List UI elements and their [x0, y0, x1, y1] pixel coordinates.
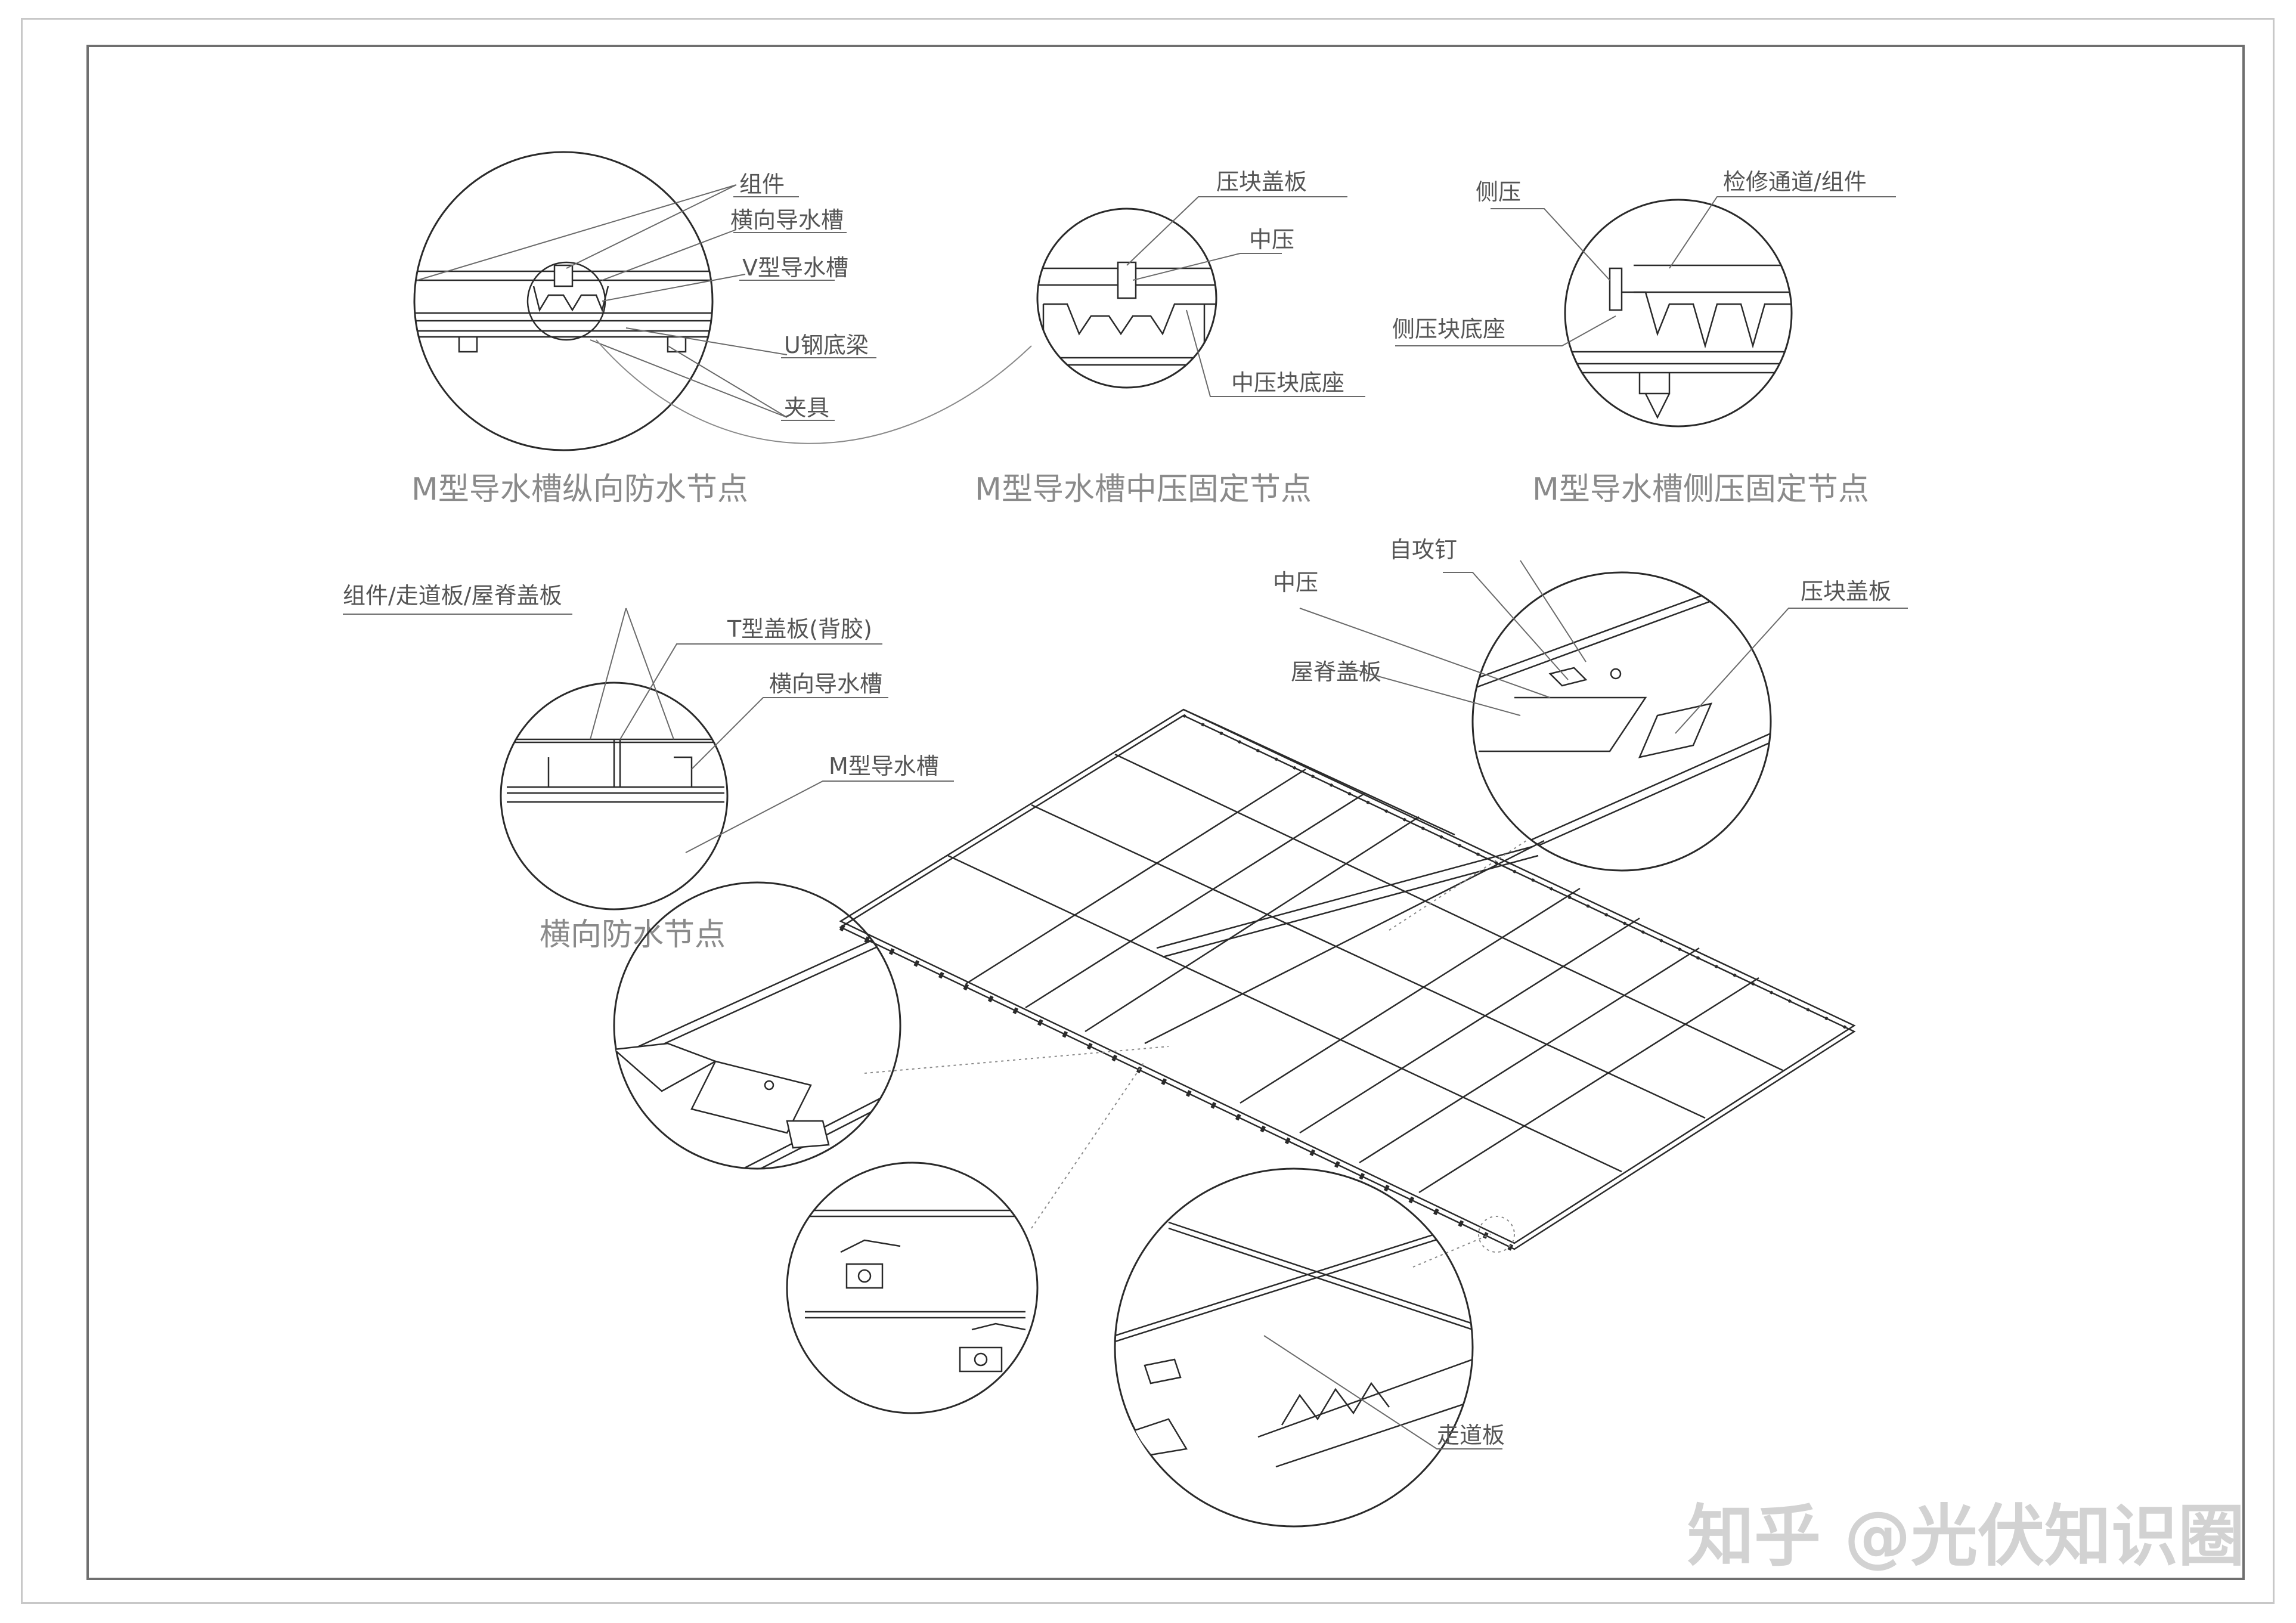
label-mid-clamp-base: 中压块底座 — [1231, 370, 1344, 396]
label-mid-clamp: 中压 — [1249, 227, 1294, 253]
label-self-tapping-screw: 自攻钉 — [1389, 537, 1457, 563]
detail-longitudinal: 组件 横向导水槽 V型导水槽 U钢底梁 夹具 M型导水槽纵向防水节点 — [411, 151, 876, 507]
detail-lower-left — [613, 881, 901, 1170]
detail-circle-ridge — [1471, 571, 1772, 872]
pv-array-isometric — [839, 708, 1856, 1252]
array-outline — [839, 708, 1856, 1244]
detail-circle-walkway — [1114, 1167, 1474, 1528]
detail-circle-lower-middle — [786, 1162, 1039, 1414]
leader-curve — [596, 339, 1032, 444]
caption-mid-clamp: M型导水槽中压固定节点 — [975, 472, 1312, 507]
label-u-beam: U钢底梁 — [784, 332, 869, 358]
label-v-gutter: V型导水槽 — [742, 255, 848, 281]
detail-transverse: 组件/走道板/屋脊盖板 T型盖板(背胶) 横向导水槽 M型导水槽 横向防水节点 — [343, 583, 954, 953]
caption-transverse: 横向防水节点 — [540, 917, 726, 953]
label-m-gutter: M型导水槽 — [829, 753, 939, 779]
detail-circle-mid-clamp — [1036, 207, 1217, 389]
detail-ridge: 自攻钉 中压 压块盖板 屋脊盖板 — [1273, 537, 1908, 872]
detail-circle-side-clamp — [1564, 199, 1793, 428]
detail-side-clamp: 侧压 检修通道/组件 侧压块底座 M型导水槽侧压固定节点 — [1392, 169, 1896, 507]
detail-leaders — [864, 840, 1527, 1268]
label-transverse-gutter-2: 横向导水槽 — [769, 671, 882, 697]
detail-mid-clamp: 压块盖板 中压 中压块底座 M型导水槽中压固定节点 — [596, 169, 1365, 507]
label-walkway-module: 检修通道/组件 — [1723, 169, 1867, 195]
label-module-walkway-ridge: 组件/走道板/屋脊盖板 — [343, 583, 562, 609]
label-walkway-board: 走道板 — [1437, 1422, 1505, 1448]
outer-frame — [21, 18, 2275, 1604]
detail-circle-longitudinal — [413, 151, 714, 451]
label-press-cover: 压块盖板 — [1216, 169, 1307, 195]
watermark: 知乎 @光伏知识圈 — [1687, 1498, 2245, 1575]
caption-longitudinal: M型导水槽纵向防水节点 — [411, 472, 748, 507]
label-ridge-mid-clamp: 中压 — [1273, 569, 1318, 596]
label-t-cover: T型盖板(背胶) — [727, 616, 872, 642]
detail-walkway: 走道板 — [1114, 1167, 1505, 1528]
detail-lower-middle — [786, 1162, 1039, 1414]
label-ridge-press-cover: 压块盖板 — [1801, 578, 1891, 605]
caption-side-clamp: M型导水槽侧压固定节点 — [1532, 472, 1869, 507]
drawing-frame — [86, 45, 2245, 1580]
label-transverse-gutter: 横向导水槽 — [730, 207, 844, 233]
label-ridge-cover: 屋脊盖板 — [1291, 659, 1381, 685]
label-module: 组件 — [739, 171, 785, 197]
label-clamp: 夹具 — [784, 395, 829, 421]
label-side-clamp: 侧压 — [1476, 179, 1521, 205]
detail-circle-transverse — [500, 682, 729, 910]
detail-circle-lower-left — [613, 881, 901, 1170]
label-side-clamp-base: 侧压块底座 — [1392, 316, 1505, 342]
